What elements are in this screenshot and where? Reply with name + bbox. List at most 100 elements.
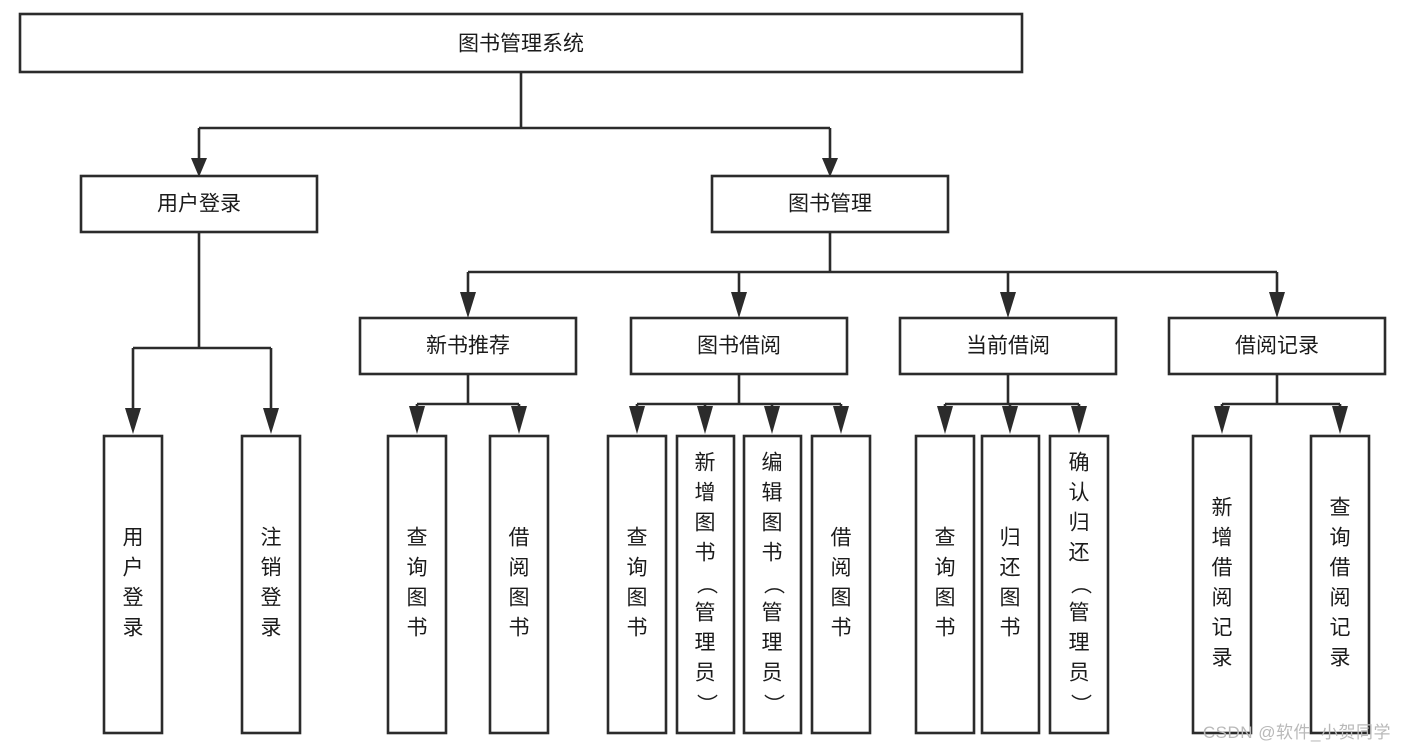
node-book-borrow[interactable]: 图书借阅 bbox=[629, 316, 849, 376]
node-borrow-record[interactable]: 借阅记录 bbox=[1167, 316, 1387, 376]
arrow-head-user-login-leaf1 bbox=[125, 408, 141, 434]
leaf-label-char: 借 bbox=[509, 527, 530, 550]
arrow-head-borrow-record bbox=[1269, 292, 1285, 318]
arrow-head-book-borrow-leaf2 bbox=[697, 406, 713, 434]
leaf-label-char: （ bbox=[761, 574, 784, 595]
node-root[interactable]: 图书管理系统 bbox=[18, 12, 1024, 74]
leaf-label-char: 书 bbox=[407, 617, 428, 640]
node-root-box[interactable] bbox=[18, 12, 1024, 74]
node-user-login[interactable]: 用户登录 bbox=[79, 174, 319, 234]
leaf-label-char: 图 bbox=[762, 512, 783, 535]
connector-group-borrow-record bbox=[1214, 374, 1348, 434]
leaf-label-char: 认 bbox=[1069, 482, 1090, 505]
leaf-node[interactable]: 用户登录 bbox=[102, 434, 164, 735]
leaf-box[interactable] bbox=[742, 434, 803, 735]
leaf-label-char: 管 bbox=[762, 602, 783, 625]
leaf-label-char: 还 bbox=[1069, 542, 1090, 565]
leaf-label-char: 询 bbox=[935, 557, 956, 580]
leaf-label-char: 查 bbox=[627, 527, 648, 550]
leaf-label-char: 图 bbox=[831, 587, 852, 610]
node-current-borrow-box[interactable] bbox=[898, 316, 1118, 376]
node-borrow-record-box[interactable] bbox=[1167, 316, 1387, 376]
leaf-box[interactable] bbox=[386, 434, 448, 735]
leaf-box[interactable] bbox=[675, 434, 736, 735]
connector-group-book-borrow bbox=[629, 374, 849, 434]
node-new-book-recommend[interactable]: 新书推荐 bbox=[358, 316, 578, 376]
arrow-head-new-book-leaf1 bbox=[409, 406, 425, 434]
leaf-label-char: 录 bbox=[261, 617, 282, 640]
node-user-login-box[interactable] bbox=[79, 174, 319, 234]
leaf-label-char: 理 bbox=[695, 632, 716, 655]
leaf-box[interactable] bbox=[488, 434, 550, 735]
leaf-label-char: 员 bbox=[762, 662, 783, 685]
leaf-label-char: 理 bbox=[1069, 632, 1090, 655]
leaf-box[interactable] bbox=[810, 434, 872, 735]
node-user-login-label: 用户登录 bbox=[157, 193, 241, 216]
leaf-box[interactable] bbox=[1309, 434, 1371, 735]
leaf-label-char: 图 bbox=[407, 587, 428, 610]
arrow-head-current-borrow bbox=[1000, 292, 1016, 318]
arrow-head-book-borrow-leaf4 bbox=[833, 406, 849, 434]
leaf-label-char: （ bbox=[694, 574, 717, 595]
leaf-box[interactable] bbox=[240, 434, 302, 735]
node-borrow-record-label: 借阅记录 bbox=[1235, 335, 1319, 358]
leaf-box[interactable] bbox=[1191, 434, 1253, 735]
node-book-management-box[interactable] bbox=[710, 174, 950, 234]
arrow-head-current-borrow-leaf2 bbox=[1002, 406, 1018, 434]
leaf-label-char: 增 bbox=[1212, 527, 1233, 550]
arrow-head-new-book bbox=[460, 292, 476, 318]
leaf-label-char: 阅 bbox=[831, 557, 852, 580]
leaf-label-char: 确 bbox=[1069, 452, 1090, 475]
leaf-box[interactable] bbox=[606, 434, 668, 735]
leaf-box[interactable] bbox=[102, 434, 164, 735]
leaf-label-char: 录 bbox=[123, 617, 144, 640]
leaf-label-char: 管 bbox=[1069, 602, 1090, 625]
node-current-borrow[interactable]: 当前借阅 bbox=[898, 316, 1118, 376]
leaf-label-char: ） bbox=[1068, 694, 1091, 715]
leaf-label-char: 书 bbox=[627, 617, 648, 640]
leaf-vertical-label: 用户登录 bbox=[123, 527, 144, 640]
arrow-head-borrow-record-leaf1 bbox=[1214, 406, 1230, 434]
leaf-box[interactable] bbox=[980, 434, 1041, 735]
leaf-label-char: 阅 bbox=[509, 557, 530, 580]
node-book-management-label: 图书管理 bbox=[788, 193, 872, 216]
leaf-label-char: 辑 bbox=[762, 482, 783, 505]
leaf-label-char: 录 bbox=[1330, 647, 1351, 670]
leaf-label-char: 查 bbox=[935, 527, 956, 550]
arrow-head-user-login bbox=[191, 158, 207, 177]
leaf-label-char: 用 bbox=[123, 527, 144, 550]
connector-group-user-login bbox=[125, 232, 279, 434]
leaf-label-char: 询 bbox=[1330, 527, 1351, 550]
node-new-book-recommend-box[interactable] bbox=[358, 316, 578, 376]
leaf-box[interactable] bbox=[914, 434, 976, 735]
arrow-head-current-borrow-leaf3 bbox=[1071, 406, 1087, 434]
leaf-label-char: 图 bbox=[695, 512, 716, 535]
leaf-label-char: 理 bbox=[762, 632, 783, 655]
leaf-label-char: 员 bbox=[695, 662, 716, 685]
leaf-label-char: 归 bbox=[1000, 527, 1021, 550]
node-book-borrow-box[interactable] bbox=[629, 316, 849, 376]
leaf-box[interactable] bbox=[1048, 434, 1110, 735]
node-book-management[interactable]: 图书管理 bbox=[710, 174, 950, 234]
